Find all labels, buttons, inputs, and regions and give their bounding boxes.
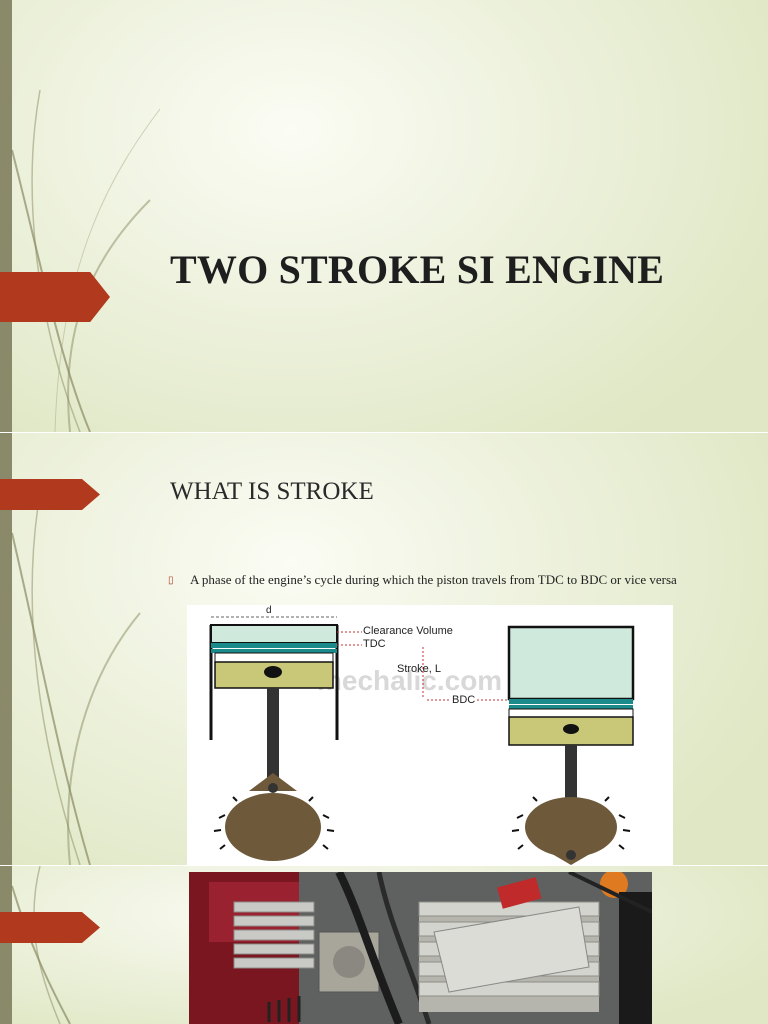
- red-chevron-icon: [0, 272, 110, 322]
- tdc-label: TDC: [363, 638, 386, 650]
- left-strip: [0, 433, 12, 865]
- slide-title: TWO STROKE SI ENGINE: [170, 247, 665, 292]
- decorative-swirl-icon: [11, 866, 71, 1024]
- watermark: mechalic.com: [317, 665, 502, 696]
- left-strip: [0, 866, 12, 1024]
- decorative-swirl-icon: [11, 89, 160, 432]
- stroke-diagram: mechalic.com d Clearance Volume TDC Stro…: [187, 605, 673, 865]
- bore-label: d: [266, 605, 272, 616]
- decorative-swirl-icon: [11, 492, 141, 865]
- red-chevron-icon: [0, 912, 100, 943]
- left-strip: [0, 0, 12, 432]
- stroke-label: Stroke, L: [397, 663, 441, 675]
- section-heading: WHAT IS STROKE: [170, 478, 374, 505]
- red-chevron-icon: [0, 479, 100, 510]
- engine-photo-icon: [189, 872, 652, 1024]
- engine-photo: [189, 872, 652, 1024]
- piston-diagram-icon: mechalic.com d Clearance Volume TDC Stro…: [209, 605, 635, 865]
- bullet-item: ▯ A phase of the engine’s cycle during w…: [168, 571, 708, 588]
- title-slide: TWO STROKE SI ENGINE: [0, 0, 768, 432]
- bdc-label: BDC: [452, 694, 475, 706]
- clearance-volume-label: Clearance Volume: [363, 625, 453, 637]
- bullet-text: A phase of the engine’s cycle during whi…: [190, 572, 677, 587]
- bullet-marker-icon: ▯: [168, 575, 174, 586]
